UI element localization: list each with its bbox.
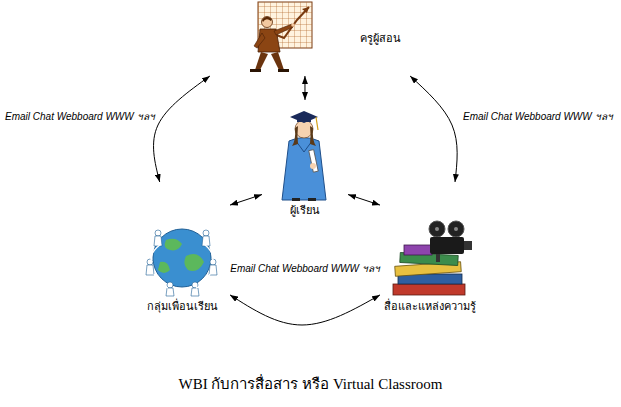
teacher-figure [254,33,265,48]
media-books-camera [464,241,472,250]
teacher-figure [271,52,284,70]
caption: WBI กับการสื่อสาร หรือ Virtual Classroom [0,372,621,396]
teacher-figure [278,69,289,72]
peer-group-globe [191,288,199,296]
student-figure [290,111,318,123]
teacher-figure [250,69,261,72]
edge-label: Email Chat Webboard WWW ฯลฯ [4,110,156,123]
edge-label: Email Chat Webboard WWW ฯลฯ [229,262,381,275]
student-figure [316,117,318,130]
student-figure [292,126,298,146]
media-books-camera [436,254,440,262]
connector-arrow [304,76,305,100]
connector-arrow [410,76,457,182]
peer-group-globe [146,229,217,296]
student-figure [282,111,326,201]
peer-group-node: กลุ่มเพื่อนเรียน [135,182,230,318]
connector-arrow [154,76,210,182]
teacher-figure [250,2,312,72]
node-label: สื่อและแหล่งความรู้ [380,300,480,314]
peer-group-globe [166,288,174,296]
peer-group-globe [184,254,204,271]
media-books-camera [393,284,465,295]
connector-arrow [230,195,262,206]
media-books-camera [435,227,439,231]
peer-group-globe [202,236,210,246]
peer-group-globe [158,262,170,273]
teacher-figure [255,52,268,70]
media-node: สื่อและแหล่งความรู้ [380,182,480,318]
media-books-camera [429,221,445,237]
peer-group-globe [151,244,213,288]
teacher-figure [302,7,309,13]
edge-label: Email Chat Webboard WWW ฯลฯ [462,110,614,123]
student-figure [309,150,318,173]
media-books-camera [430,237,464,254]
teacher-figure [262,17,272,22]
student-figure [310,126,316,146]
node-label: ผู้เรียน [262,204,348,218]
peer-group-globe [203,230,209,236]
teacher-figure [274,24,293,35]
teacher-figure [291,23,295,27]
student-node: ผู้เรียน [262,100,348,226]
peer-group-globe [209,265,217,275]
student-figure [292,198,300,201]
peer-group-globe [146,230,217,296]
student-figure [310,163,316,169]
student-figure [297,118,311,122]
peer-group-globe [153,229,211,287]
media-books-camera [448,221,464,237]
media-books-camera [393,221,472,295]
media-books-camera [404,245,432,255]
peer-group-globe [146,265,154,275]
node-label: ครูผู้สอน [360,32,580,46]
student-figure [308,198,316,201]
peer-group-globe [165,239,182,251]
connector-arrow [230,295,380,325]
media-books-camera [454,227,458,231]
peer-group-globe [167,282,173,288]
peer-group-globe [147,259,153,265]
node-label: กลุ่มเพื่อนเรียน [135,300,230,314]
student-figure [282,138,326,201]
connector-arrow [348,195,380,206]
teacher-figure [262,17,273,28]
peer-group-globe [155,230,161,236]
teacher-node: ครูผู้สอน [200,0,420,76]
